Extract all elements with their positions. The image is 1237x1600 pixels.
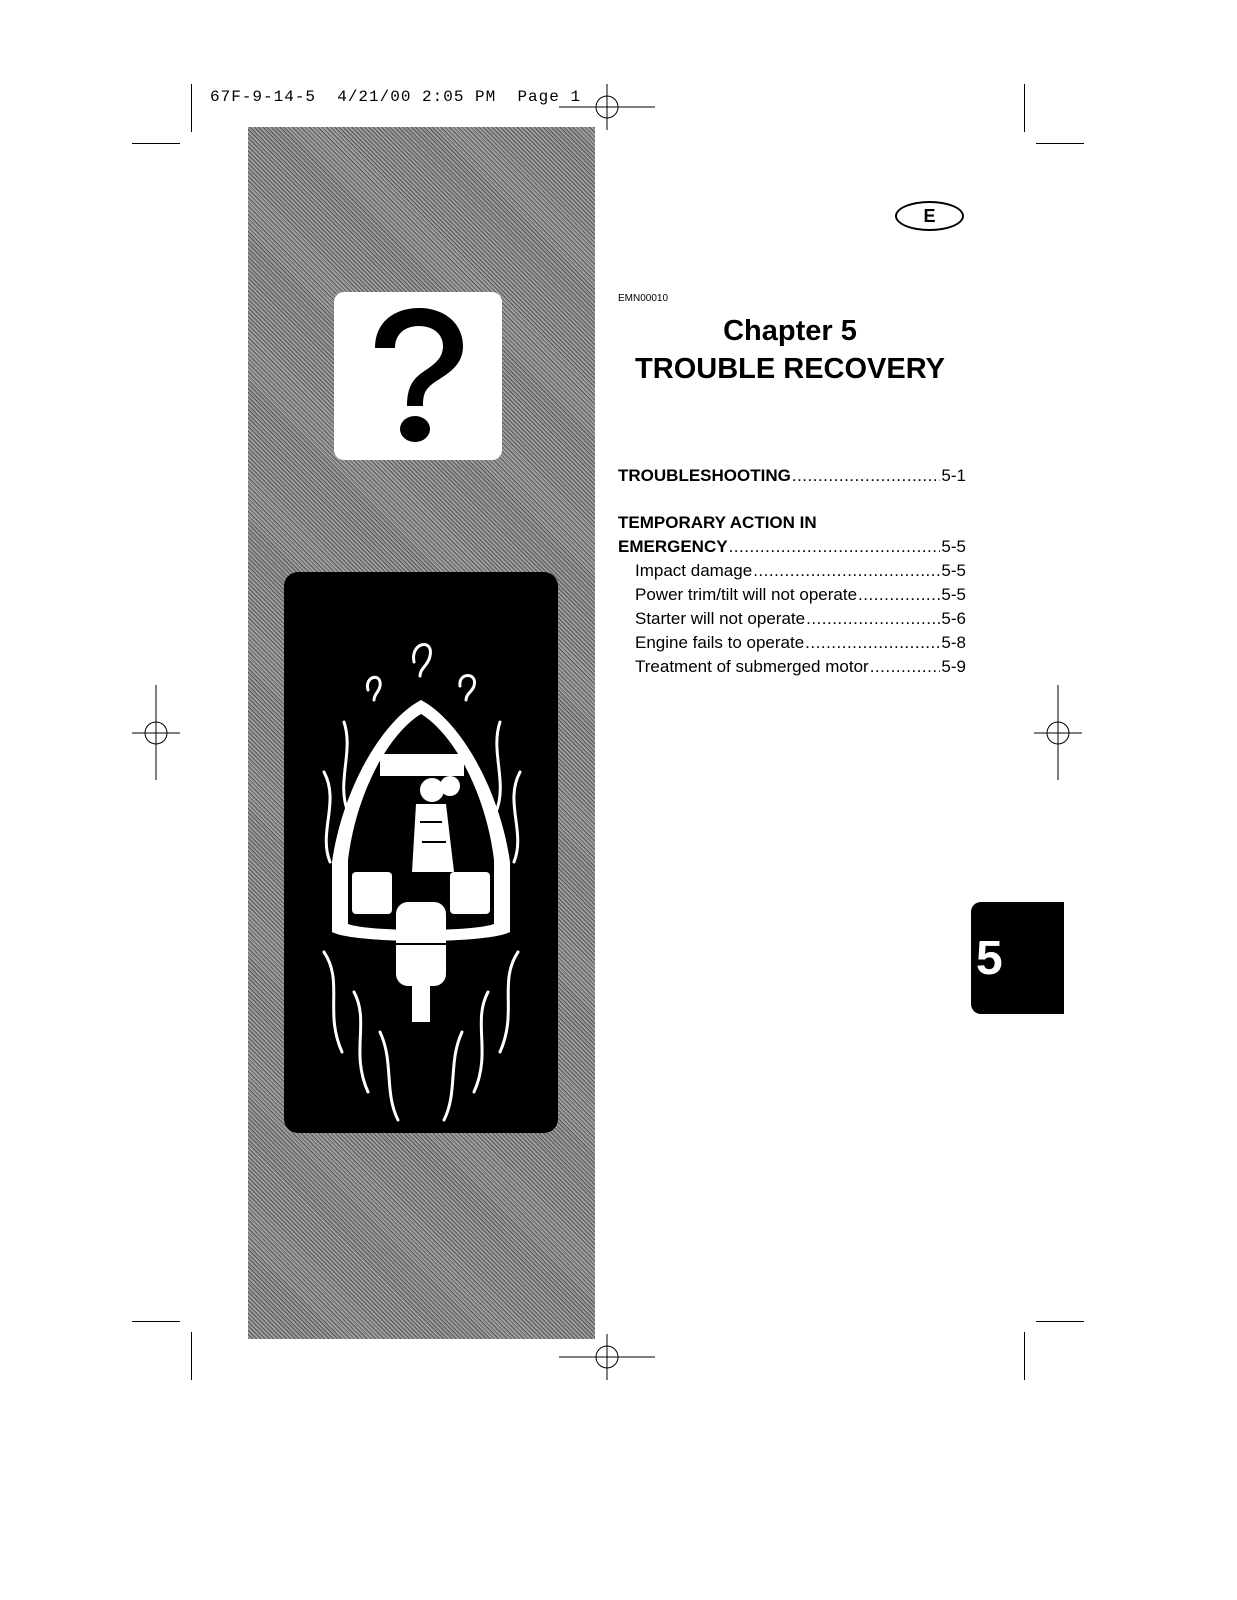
toc-label: Impact damage xyxy=(635,561,753,580)
toc-label: Power trim/tilt will not operate xyxy=(635,585,858,604)
toc-page: 5-5 xyxy=(941,561,966,580)
print-slug: 67F-9-14-5 4/21/00 2:05 PM Page 1 xyxy=(210,88,582,106)
chapter-tab[interactable]: 5 xyxy=(971,902,1064,1014)
toc-entry-impact-damage[interactable]: Impact damage 5-5 xyxy=(618,561,966,585)
toc-entry-starter[interactable]: Starter will not operate 5-6 xyxy=(618,609,966,633)
toc-label: Engine fails to operate xyxy=(635,633,805,652)
toc-page: 5-9 xyxy=(941,657,966,676)
chapter-heading: Chapter 5 TROUBLE RECOVERY xyxy=(595,312,985,388)
toc-leader xyxy=(870,657,941,677)
toc-leader xyxy=(792,466,941,486)
toc-label: Treatment of submerged motor xyxy=(635,657,869,676)
toc-leader xyxy=(753,561,940,581)
toc-page: 5-1 xyxy=(941,466,966,485)
chapter-tab-number: 5 xyxy=(976,931,1003,985)
question-mark-icon xyxy=(375,308,463,442)
toc-page: 5-5 xyxy=(941,537,966,556)
document-code: EMN00010 xyxy=(618,293,669,304)
chapter-title: TROUBLE RECOVERY xyxy=(635,353,945,385)
toc-page: 5-8 xyxy=(941,633,966,652)
toc-leader xyxy=(806,609,940,629)
language-badge: E xyxy=(895,201,964,231)
toc-label: Starter will not operate xyxy=(635,609,806,628)
toc-label: EMERGENCY xyxy=(618,537,728,556)
toc-leader xyxy=(858,585,940,605)
toc-page: 5-5 xyxy=(941,585,966,604)
toc-entry-engine-fails[interactable]: Engine fails to operate 5-8 xyxy=(618,633,966,657)
toc-page: 5-6 xyxy=(941,609,966,628)
toc-leader xyxy=(805,633,940,653)
toc-entry-power-trim[interactable]: Power trim/tilt will not operate 5-5 xyxy=(618,585,966,609)
toc-entry-emergency[interactable]: EMERGENCY 5-5 xyxy=(618,537,966,561)
toc-entry-submerged-motor[interactable]: Treatment of submerged motor 5-9 xyxy=(618,657,966,681)
toc-label: TROUBLESHOOTING xyxy=(618,466,791,485)
question-box xyxy=(334,292,502,460)
toc-leader xyxy=(729,537,941,557)
toc-heading-temporary: TEMPORARY ACTION IN xyxy=(618,513,817,532)
toc-entry-troubleshooting[interactable]: TROUBLESHOOTING 5-1 xyxy=(618,466,966,490)
table-of-contents: TROUBLESHOOTING 5-1 TEMPORARY ACTION IN … xyxy=(618,466,966,681)
boat-trouble-illustration xyxy=(284,572,558,1133)
chapter-number: Chapter 5 xyxy=(723,315,857,347)
